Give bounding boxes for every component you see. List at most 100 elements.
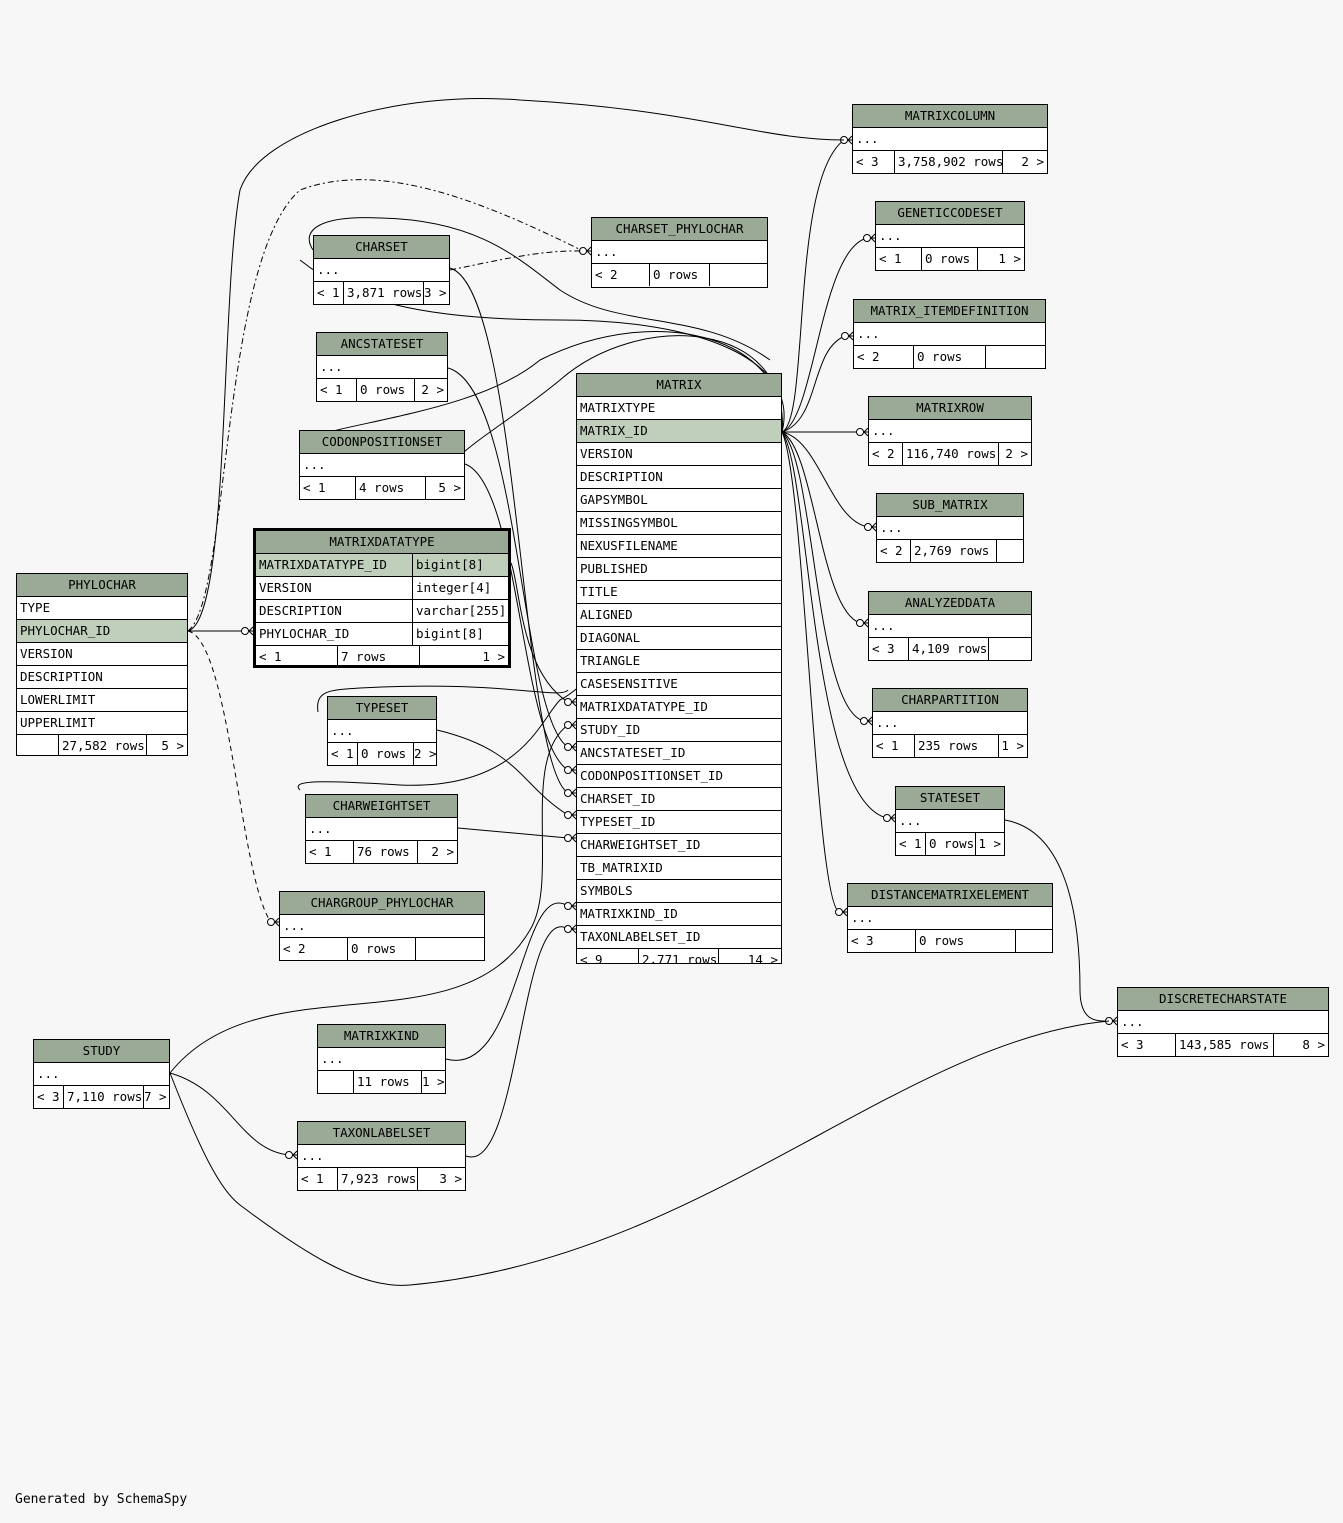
- column-row[interactable]: TYPESET_ID: [577, 811, 781, 834]
- collapsed-columns[interactable]: ...: [869, 615, 1031, 638]
- collapsed-columns[interactable]: ...: [1118, 1011, 1328, 1034]
- collapsed-columns[interactable]: ...: [869, 420, 1031, 443]
- parents-link[interactable]: [17, 735, 59, 755]
- column-row[interactable]: ANCSTATESET_ID: [577, 742, 781, 765]
- collapsed-columns[interactable]: ...: [300, 454, 464, 477]
- children-link[interactable]: 1 >: [998, 251, 1021, 266]
- column-row[interactable]: CODONPOSITIONSET_ID: [577, 765, 781, 788]
- parents-link[interactable]: < 3: [1118, 1034, 1176, 1056]
- parents-link[interactable]: < 2: [854, 346, 914, 368]
- parents-link[interactable]: < 1: [896, 833, 926, 855]
- column-row[interactable]: PHYLOCHAR_ID: [17, 620, 187, 643]
- parents-link[interactable]: < 1: [298, 1168, 338, 1190]
- collapsed-columns[interactable]: ...: [854, 323, 1045, 346]
- children-link[interactable]: 1 >: [978, 836, 1001, 851]
- column-row[interactable]: DESCRIPTION: [577, 466, 781, 489]
- parents-link[interactable]: < 1: [873, 735, 915, 757]
- children-link[interactable]: 2 >: [1005, 446, 1028, 461]
- table-title[interactable]: STUDY: [34, 1040, 169, 1063]
- column-row[interactable]: CHARSET_ID: [577, 788, 781, 811]
- parents-link[interactable]: < 1: [306, 841, 354, 863]
- column-row[interactable]: VERSION: [577, 443, 781, 466]
- column-row[interactable]: ALIGNED: [577, 604, 781, 627]
- parents-link[interactable]: < 1: [876, 248, 922, 270]
- table-title[interactable]: CHARGROUP_PHYLOCHAR: [280, 892, 484, 915]
- column-row[interactable]: CASESENSITIVE: [577, 673, 781, 696]
- table-title[interactable]: CHARSET_PHYLOCHAR: [592, 218, 767, 241]
- children-link[interactable]: 5 >: [438, 480, 461, 495]
- children-link[interactable]: 5 >: [161, 738, 184, 753]
- table-title[interactable]: TYPESET: [328, 697, 436, 720]
- parents-link[interactable]: < 1: [300, 477, 356, 499]
- column-row[interactable]: PUBLISHED: [577, 558, 781, 581]
- table-title[interactable]: MATRIXKIND: [318, 1025, 445, 1048]
- column-row[interactable]: MISSINGSYMBOL: [577, 512, 781, 535]
- table-title[interactable]: DISCRETECHARSTATE: [1118, 988, 1328, 1011]
- children-link[interactable]: [997, 540, 1023, 562]
- column-row[interactable]: TITLE: [577, 581, 781, 604]
- collapsed-columns[interactable]: ...: [896, 810, 1004, 833]
- table-title[interactable]: SUB_MATRIX: [877, 494, 1023, 517]
- table-title[interactable]: CODONPOSITIONSET: [300, 431, 464, 454]
- children-link[interactable]: 2 >: [421, 382, 444, 397]
- parents-link[interactable]: < 1: [256, 646, 338, 665]
- collapsed-columns[interactable]: ...: [280, 915, 484, 938]
- column-row[interactable]: MATRIXTYPE: [577, 397, 781, 420]
- children-link[interactable]: [989, 638, 1031, 660]
- parents-link[interactable]: < 9: [577, 949, 639, 963]
- children-link[interactable]: 3 >: [439, 1171, 462, 1186]
- children-link[interactable]: 3 >: [424, 285, 447, 300]
- collapsed-columns[interactable]: ...: [592, 241, 767, 264]
- column-row[interactable]: SYMBOLS: [577, 880, 781, 903]
- children-link[interactable]: 2 >: [414, 746, 436, 761]
- column-row[interactable]: GAPSYMBOL: [577, 489, 781, 512]
- table-title[interactable]: TAXONLABELSET: [298, 1122, 465, 1145]
- children-link[interactable]: [1016, 930, 1052, 952]
- column-row[interactable]: LOWERLIMIT: [17, 689, 187, 712]
- table-title[interactable]: MATRIXROW: [869, 397, 1031, 420]
- collapsed-columns[interactable]: ...: [317, 356, 447, 379]
- collapsed-columns[interactable]: ...: [34, 1063, 169, 1086]
- children-link[interactable]: 8 >: [1302, 1037, 1325, 1052]
- column-row[interactable]: TYPE: [17, 597, 187, 620]
- children-link[interactable]: 2 >: [1021, 154, 1044, 169]
- parents-link[interactable]: < 3: [848, 930, 916, 952]
- column-row[interactable]: DESCRIPTION: [17, 666, 187, 689]
- column-row[interactable]: TAXONLABELSET_ID: [577, 926, 781, 949]
- column-row[interactable]: TRIANGLE: [577, 650, 781, 673]
- collapsed-columns[interactable]: ...: [328, 720, 436, 743]
- table-title[interactable]: CHARWEIGHTSET: [306, 795, 457, 818]
- collapsed-columns[interactable]: ...: [853, 128, 1047, 151]
- column-row[interactable]: MATRIX_ID: [577, 420, 781, 443]
- table-title[interactable]: MATRIX: [577, 374, 781, 397]
- column-row[interactable]: DIAGONAL: [577, 627, 781, 650]
- column-row[interactable]: MATRIXDATATYPE_ID: [577, 696, 781, 719]
- column-row[interactable]: UPPERLIMIT: [17, 712, 187, 735]
- children-link[interactable]: 1 >: [1001, 738, 1024, 753]
- parents-link[interactable]: < 2: [877, 540, 911, 562]
- children-link[interactable]: [710, 264, 767, 286]
- collapsed-columns[interactable]: ...: [848, 907, 1052, 930]
- table-title[interactable]: GENETICCODESET: [876, 202, 1024, 225]
- parents-link[interactable]: < 3: [34, 1086, 64, 1108]
- children-link[interactable]: [986, 346, 1045, 368]
- table-title[interactable]: CHARPARTITION: [873, 689, 1027, 712]
- collapsed-columns[interactable]: ...: [314, 259, 449, 282]
- parents-link[interactable]: < 2: [280, 938, 348, 960]
- parents-link[interactable]: < 3: [853, 151, 895, 173]
